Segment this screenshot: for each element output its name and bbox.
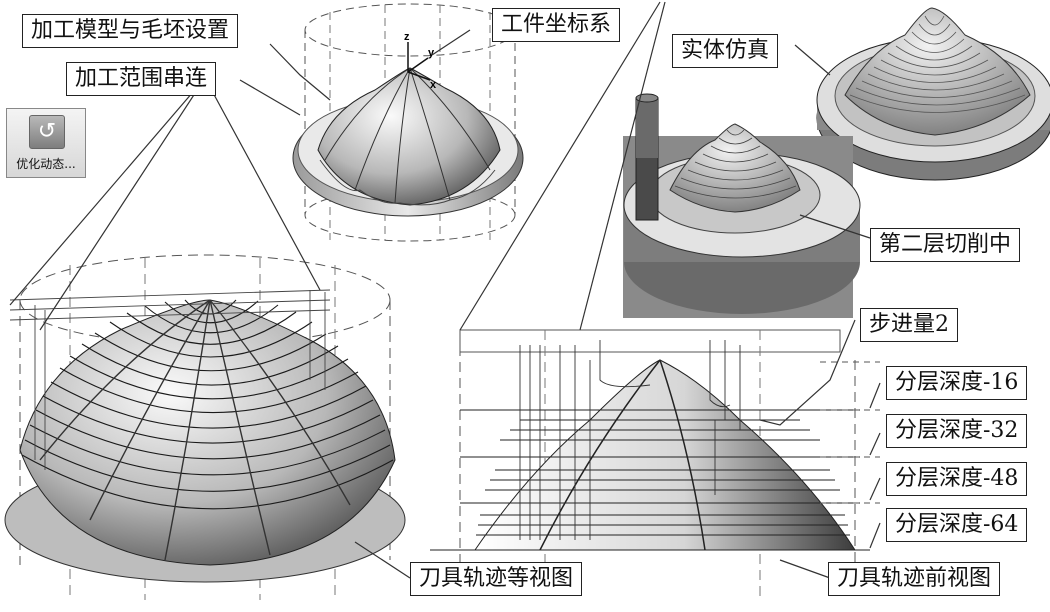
optimize-dynamic-button[interactable]: ↺ 优化动态... xyxy=(6,108,86,178)
label-range-series: 加工范围串连 xyxy=(66,62,217,96)
label-second-layer-cutting: 第二层切削中 xyxy=(870,228,1021,262)
axis-x-label: x xyxy=(430,79,437,91)
label-layer-depth-32: 分层深度-32 xyxy=(886,414,1028,448)
optimize-dynamic-label: 优化动态... xyxy=(16,157,76,171)
label-workpiece-coordinate: 工件坐标系 xyxy=(492,8,621,42)
label-front-toolpath-view: 刀具轨迹前视图 xyxy=(828,562,1001,596)
axis-y-label: y xyxy=(428,47,435,59)
label-layer-depth-16: 分层深度-16 xyxy=(886,366,1028,400)
dynamic-roughing-icon: ↺ xyxy=(29,115,65,149)
second-layer-cutting-panel xyxy=(623,93,861,318)
label-solid-simulation: 实体仿真 xyxy=(672,34,779,68)
iso-toolpath-view xyxy=(4,254,406,600)
model-top-view: z y x xyxy=(292,3,524,242)
label-layer-depth-64: 分层深度-64 xyxy=(886,508,1028,542)
label-step-over: 步进量2 xyxy=(860,308,958,342)
label-iso-toolpath-view: 刀具轨迹等视图 xyxy=(410,562,583,596)
label-layer-depth-48: 分层深度-48 xyxy=(886,462,1028,496)
leader-lines xyxy=(9,1,881,579)
front-toolpath-view xyxy=(430,329,880,600)
axis-z-label: z xyxy=(404,31,410,43)
axis-triad: z y x xyxy=(404,31,437,91)
solid-simulation-part xyxy=(816,7,1050,181)
label-model-blank-setup: 加工模型与毛坯设置 xyxy=(22,14,239,48)
